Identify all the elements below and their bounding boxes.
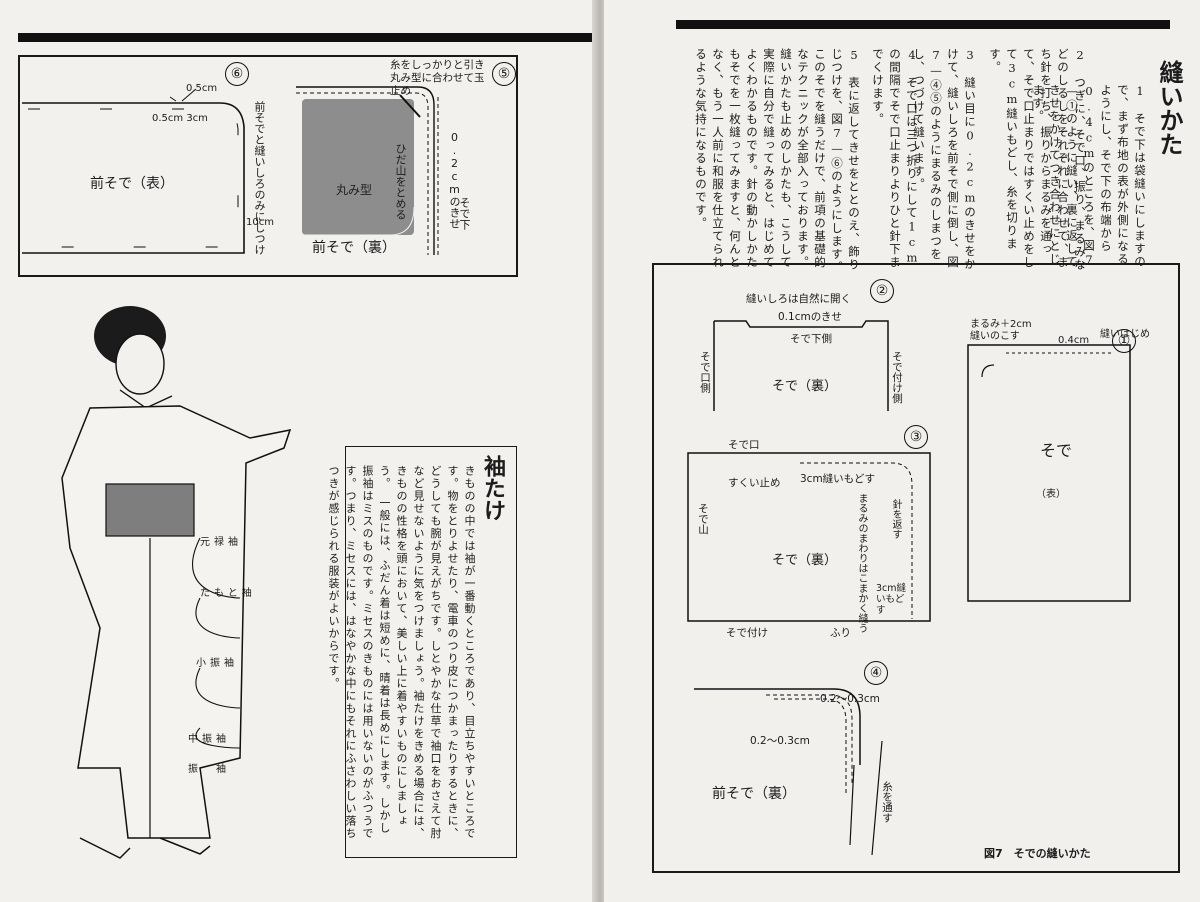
- f3-center: そで（裏）: [772, 553, 838, 568]
- kimono-label-kofurisode: 小振袖: [196, 658, 238, 669]
- f3-sukui: すくい止め: [728, 477, 781, 489]
- fig-step-2-marker: ②: [870, 279, 894, 303]
- sidebar-body: きものの中では袖が一番動くところであり、目立ちやすいところです。物をとりよせたり…: [327, 465, 476, 840]
- thread-note: 糸をしっかりと引き丸み型に合わせて玉止め: [390, 59, 485, 97]
- f2-sodetsuke-side: そで付け側: [891, 351, 903, 404]
- article-p2: 2 つぎに、そで口、振り、まるみなどのしるしをそれぞれに合わせて、まち針を打ち、…: [988, 48, 1087, 272]
- sidebar-sodetake: 袖たけ きものの中では袖が一番動くところであり、目立ちやすいところです。物をとり…: [327, 446, 517, 858]
- f2-kise: 0.1cmのきせ: [778, 311, 842, 323]
- top-rule: [18, 33, 592, 42]
- marumi-gata-label: 丸み型: [336, 183, 373, 197]
- f2-sode-shita-side: そで下側: [790, 333, 832, 345]
- article-p3: 3 縫い目に0.2cmのきせをかけて、縫いしろを前そで側に倒し、図7—④⑤のよう…: [912, 48, 977, 271]
- seam-note: 前そでと縫いしろのみにしつけ: [253, 101, 266, 255]
- article-p4: 4 そで口は三つ折りにして1cmの間隔でそで口止まりよりひと針下までくけます。: [871, 48, 919, 269]
- front-sleeve-omote-label: 前そで（表）: [90, 176, 174, 192]
- figure-7-box: ② ① ③ ④ 縫いしろは自然に開く 0.1cmのきせ そで下側 そで口側 そで…: [652, 263, 1180, 873]
- f3-3cm-back: 3cm縫いもどす: [800, 473, 875, 485]
- f3-needle: 針を返す: [890, 499, 901, 539]
- f3-furi: ふり: [830, 627, 851, 639]
- fig-step-1-marker: ①: [1112, 329, 1136, 353]
- kimono-label-furisode: 振 袖: [188, 764, 230, 775]
- label-05cm-3cm: 0.5cm 3cm: [152, 113, 208, 124]
- label-10cm: 10cm: [246, 217, 274, 228]
- f3-sodeguchi: そで口: [728, 439, 760, 451]
- kise-note: 0.2cmのきせ: [448, 131, 461, 229]
- kimono-label-tamoto: たもと袖: [200, 588, 256, 599]
- fig-step-4-marker: ④: [864, 661, 888, 685]
- sleeve-front-outline: [22, 86, 439, 255]
- step-6-marker: ⑥: [225, 62, 249, 86]
- left-page: ⑥ ⑤ 0.5cm 0.5cm 3cm 前そで（表） 前そでと縫いしろのみにしつ…: [0, 0, 596, 902]
- f2-center: そで（裏）: [772, 379, 838, 394]
- f3-3cm-back2: 3cm縫いもどす: [876, 583, 907, 616]
- f2-top-note: 縫いしろは自然に開く: [746, 293, 851, 305]
- f1-start: 縫いはじめ: [1100, 329, 1150, 340]
- f4-thread: 糸を通す: [881, 781, 893, 823]
- article-p1: 1 そで下は袋縫いにしますので、まず布地の表が外側になるようにし、そで下の布端か…: [1031, 84, 1147, 269]
- label-05cm: 0.5cm: [186, 83, 218, 94]
- f3-fine: まるみのまわりはこまかく縫う: [856, 493, 867, 633]
- article-title: 縫いかた: [1155, 60, 1183, 156]
- f1-center: そで: [1040, 441, 1073, 460]
- figure-7-drawings: [687, 320, 1131, 856]
- f3-sodetsuke: そで付け: [726, 627, 768, 639]
- f4-front-ura: 前そで（裏）: [712, 786, 796, 802]
- front-sleeve-ura-label: 前そで（裏）: [312, 240, 396, 256]
- article-p5: 5 表に返してきせをととのえ、飾りじつけを、図7—⑥のようにします。 このそでを…: [694, 48, 861, 282]
- f3-sodeyama: そで山: [697, 503, 709, 535]
- kimono-figure-illustration: [61, 306, 292, 859]
- kimono-label-chufurisode: 中振袖: [188, 734, 230, 745]
- kimono-label-genroku: 元禄袖: [200, 537, 242, 548]
- figure-caption: 図7 そでの縫いかた: [984, 847, 1091, 860]
- f4-02-03b: 0.2〜0.3cm: [750, 735, 810, 747]
- f4-02-03: 0.2〜0.3cm: [820, 693, 880, 705]
- step-5-marker: ⑤: [492, 62, 516, 86]
- sidebar-title: 袖たけ: [480, 455, 505, 521]
- fig-step-3-marker: ③: [904, 425, 928, 449]
- f2-sodeguchi-side: そで口側: [699, 351, 711, 393]
- sode-shita-label: そで下: [458, 197, 471, 230]
- f1-04cm: 0.4cm: [1058, 335, 1090, 346]
- right-page: 縫いかた 1 そで下は袋縫いにしますので、まず布地の表が外側になるようにし、そで…: [604, 0, 1200, 902]
- f1-marumi: まるみ＋2cm縫いのこす: [970, 319, 1032, 342]
- iron-note: ひだ山をとめる: [394, 143, 407, 220]
- diagram-sleeve-front: ⑥ ⑤ 0.5cm 0.5cm 3cm 前そで（表） 前そでと縫いしろのみにしつ…: [18, 55, 518, 277]
- top-rule-right: [676, 20, 1170, 29]
- f1-omote: （表）: [1036, 489, 1066, 500]
